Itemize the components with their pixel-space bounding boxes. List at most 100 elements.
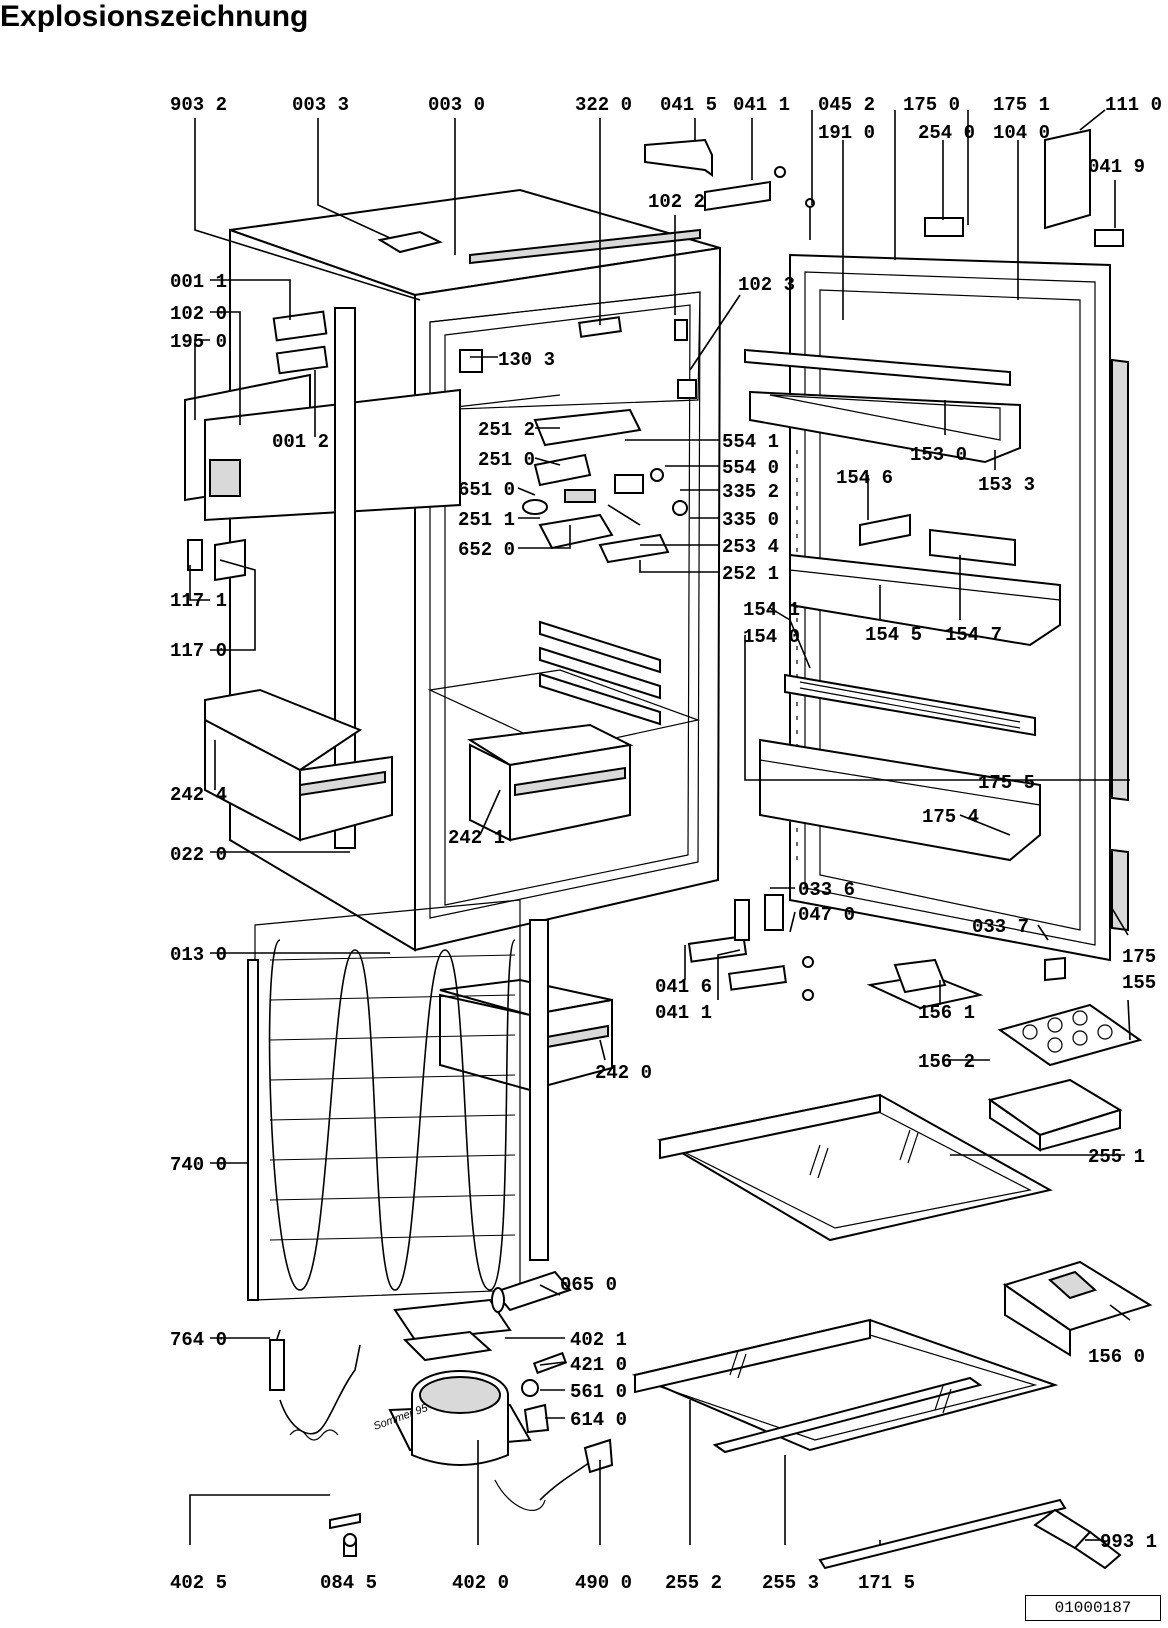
label-255-1: 255 1 <box>1088 1146 1145 1168</box>
upper-hinge <box>644 138 713 177</box>
thermostat-assembly <box>459 319 697 564</box>
label-652-0: 652 0 <box>458 539 515 561</box>
capillary-tube <box>274 1329 361 1435</box>
label-154-0: 154 0 <box>743 626 800 648</box>
label-171-5: 171 5 <box>858 1572 915 1594</box>
lower-hinge-cover <box>1044 956 1066 982</box>
page-title: Explosionszeichnung <box>0 0 309 33</box>
ice-cube-tray <box>1002 1260 1153 1357</box>
label-421-0: 421 0 <box>570 1354 627 1376</box>
label-554-0: 554 0 <box>722 457 779 479</box>
label-195-0: 195 0 <box>170 331 227 353</box>
label-335-2: 335 2 <box>722 481 779 503</box>
label-130-3: 130 3 <box>498 349 555 371</box>
butter-lid <box>929 528 1016 567</box>
bottle-rail <box>784 673 1036 737</box>
ice-bin <box>987 1078 1123 1152</box>
door-handle-cover <box>924 217 964 237</box>
label-104-0: 104 0 <box>993 122 1050 144</box>
label-402-0: 402 0 <box>452 1572 509 1594</box>
label-254-0: 254 0 <box>918 122 975 144</box>
label-651-0: 651 0 <box>458 479 515 501</box>
label-154-7: 154 7 <box>945 624 1002 646</box>
label-554-1: 554 1 <box>722 431 779 453</box>
ice-scraper <box>1033 1508 1122 1570</box>
label-022-0: 022 0 <box>170 844 227 866</box>
door-shelf-lower <box>759 738 1041 862</box>
label-003-3: 003 3 <box>292 94 349 116</box>
label-041-5: 041 5 <box>660 94 717 116</box>
label-253-4: 253 4 <box>722 536 779 558</box>
label-013-0: 013 0 <box>170 944 227 966</box>
label-740-0: 740 0 <box>170 1154 227 1176</box>
label-154-1: 154 1 <box>743 599 800 621</box>
bracket-cover <box>214 538 246 582</box>
compressor-accessories <box>491 1270 614 1511</box>
shelf-clip <box>859 513 911 547</box>
label-242-4: 242 4 <box>170 784 227 806</box>
label-033-6: 033 6 <box>798 879 855 901</box>
label-191-0: 191 0 <box>818 122 875 144</box>
label-102-3: 102 3 <box>738 274 795 296</box>
door-handle <box>1044 128 1091 230</box>
label-993-1: 993 1 <box>1100 1531 1157 1553</box>
label-175-0: 175 0 <box>903 94 960 116</box>
label-084-5: 084 5 <box>320 1572 377 1594</box>
label-402-5: 402 5 <box>170 1572 227 1594</box>
label-001-1: 001 1 <box>170 271 227 293</box>
label-065-0: 065 0 <box>560 1274 617 1296</box>
crisper-drawer-right <box>467 723 634 842</box>
label-155-0: 155 0 <box>1122 972 1168 994</box>
label-045-2: 045 2 <box>818 94 875 116</box>
ice-tray-box <box>893 958 947 994</box>
glass-shelf-lower <box>631 1318 1059 1454</box>
label-154-6: 154 6 <box>836 467 893 489</box>
label-242-0: 242 0 <box>595 1062 652 1084</box>
egg-tray <box>997 1003 1143 1067</box>
label-903-2: 903 2 <box>170 94 227 116</box>
label-117-1: 117 1 <box>170 590 227 612</box>
label-102-0: 102 0 <box>170 303 227 325</box>
drier-filter <box>269 1339 285 1391</box>
label-561-0: 561 0 <box>570 1381 627 1403</box>
hinge-pin <box>774 166 786 178</box>
condenser <box>247 899 549 1301</box>
label-117-0: 117 0 <box>170 640 227 662</box>
hinge-bushing <box>764 894 784 931</box>
label-402-1: 402 1 <box>570 1329 627 1351</box>
label-251-2: 251 2 <box>478 419 535 441</box>
hinge-pin-block <box>734 899 750 941</box>
label-255-2: 255 2 <box>665 1572 722 1594</box>
compressor <box>388 1298 532 1466</box>
label-041-9: 041 9 <box>1088 156 1145 178</box>
label-335-0: 335 0 <box>722 509 779 531</box>
label-242-1: 242 1 <box>448 827 505 849</box>
label-047-0: 047 0 <box>798 904 855 926</box>
label-255-3: 255 3 <box>762 1572 819 1594</box>
crisper-drawer-left <box>204 688 393 842</box>
label-156-2: 156 2 <box>918 1051 975 1073</box>
leader-lines <box>189 109 1131 1545</box>
label-322-0: 322 0 <box>575 94 632 116</box>
label-154-5: 154 5 <box>865 624 922 646</box>
label-156-1: 156 1 <box>918 1002 975 1024</box>
label-041-1-lower: 041 1 <box>655 1002 712 1024</box>
label-764-0: 764 0 <box>170 1329 227 1351</box>
label-156-0: 156 0 <box>1088 1346 1145 1368</box>
door-shelf-upper <box>744 348 1021 464</box>
label-033-7: 033 7 <box>972 916 1029 938</box>
label-003-0: 003 0 <box>428 94 485 116</box>
label-102-2: 102 2 <box>648 191 705 213</box>
label-252-1: 252 1 <box>722 563 779 585</box>
label-175-3: 175 3 <box>1122 946 1168 968</box>
label-614-0: 614 0 <box>570 1409 627 1431</box>
label-175-5: 175 5 <box>978 772 1035 794</box>
label-153-3: 153 3 <box>978 474 1035 496</box>
label-041-1-top: 041 1 <box>733 94 790 116</box>
door-shelf-middle <box>789 553 1061 647</box>
label-175-1: 175 1 <box>993 94 1050 116</box>
part-labels: 903 2 003 3 003 0 322 0 041 5 041 1 045 … <box>170 94 1168 1594</box>
shelf-trim-strip <box>818 1498 1067 1570</box>
label-251-0: 251 0 <box>478 449 535 471</box>
